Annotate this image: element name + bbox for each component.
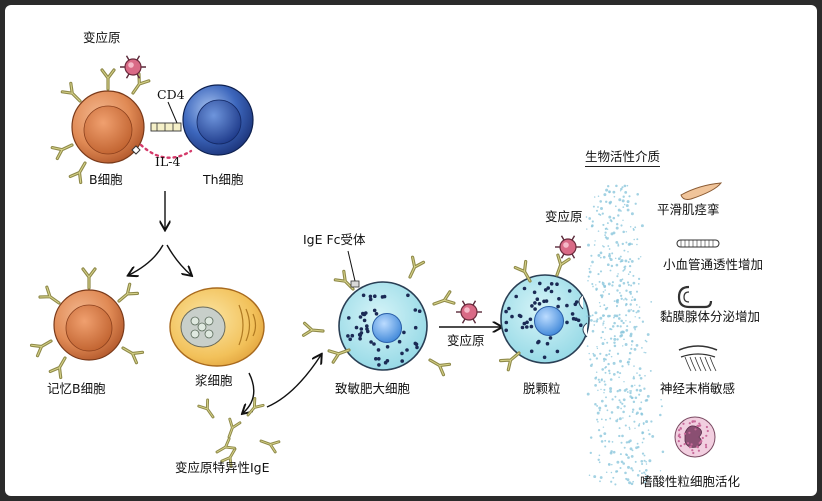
antibody-icon bbox=[50, 143, 74, 161]
cd4-leader-line bbox=[167, 101, 178, 124]
effect-eosinophil-activation: 嗜酸性粒细胞活化 bbox=[640, 474, 741, 489]
b-cell bbox=[71, 90, 145, 164]
th-cell bbox=[182, 84, 254, 156]
specific-ige-label: 变应原特异性IgE bbox=[175, 460, 270, 475]
il4-secretion-dots bbox=[139, 143, 193, 159]
antibody-icon bbox=[131, 72, 151, 95]
arrow-to-memory-b bbox=[129, 244, 164, 275]
antibody-icon bbox=[333, 269, 355, 291]
sensitized-mast-cell-label: 致敏肥大细胞 bbox=[335, 381, 411, 396]
antibody-icon bbox=[227, 417, 242, 439]
antibody-icon bbox=[432, 290, 456, 306]
effect-vessel-permeability: 小血管通透性增加 bbox=[663, 257, 764, 272]
smooth-muscle-icon bbox=[680, 182, 723, 200]
arrow-to-ige bbox=[243, 372, 255, 413]
antibody-icon bbox=[121, 346, 145, 365]
antibody-icon bbox=[117, 282, 140, 303]
allergen-arrow-label: 变应原 bbox=[447, 333, 485, 348]
effect-nerve-sensitivity: 神经末梢敏感 bbox=[660, 381, 736, 396]
allergen-label-top: 变应原 bbox=[83, 30, 121, 45]
fc-receptor-icon bbox=[350, 280, 360, 288]
allergen-icon bbox=[555, 235, 581, 259]
allergy-mechanism-diagram bbox=[29, 55, 723, 486]
allergen-icon bbox=[456, 300, 482, 324]
antibody-icon bbox=[100, 68, 116, 91]
il4-receptor-icon bbox=[131, 145, 141, 155]
antibody-icon bbox=[48, 356, 67, 380]
antibody-icon bbox=[60, 81, 82, 103]
plasma-cell bbox=[169, 287, 265, 367]
eosinophil-icon bbox=[674, 416, 716, 458]
arrow-to-plasma bbox=[166, 244, 191, 275]
mediators-title: 生物活性介质 bbox=[585, 150, 661, 167]
antibody-icon bbox=[327, 348, 351, 364]
nerve-icon bbox=[678, 345, 718, 372]
antibody-icon bbox=[246, 396, 265, 417]
figure-frame: 变应原 CD4 IL-4 B细胞 Th细胞 记忆B细胞 浆细胞 变应原特异性Ig… bbox=[5, 5, 817, 496]
antibody-icon bbox=[29, 339, 53, 358]
th-cell-label: Th细胞 bbox=[203, 172, 244, 187]
vessel-icon bbox=[676, 239, 720, 248]
gland-icon bbox=[677, 285, 713, 309]
degranulation-label: 脱颗粒 bbox=[523, 381, 561, 396]
antibody-icon bbox=[38, 285, 61, 305]
ige-fc-receptor-label: IgE Fc受体 bbox=[303, 232, 366, 247]
antibody-icon bbox=[513, 259, 532, 283]
fc-receptor-leader bbox=[347, 250, 356, 282]
degranulating-mast-cell bbox=[500, 274, 590, 364]
antibody-icon bbox=[197, 398, 215, 419]
memory-b-cell bbox=[53, 289, 125, 361]
effect-smooth-muscle: 平滑肌痉挛 bbox=[657, 202, 720, 217]
sensitized-mast-cell bbox=[338, 281, 428, 371]
antibody-icon bbox=[301, 321, 325, 337]
allergen-degranulation-label: 变应原 bbox=[545, 209, 583, 224]
antibody-icon bbox=[259, 439, 281, 454]
effect-gland-secretion: 黏膜腺体分泌增加 bbox=[660, 309, 761, 324]
antibody-icon bbox=[408, 255, 426, 279]
antibody-icon bbox=[428, 358, 452, 377]
antibody-icon bbox=[215, 437, 236, 454]
mediator-particles bbox=[585, 184, 665, 486]
antibody-icon bbox=[68, 161, 87, 185]
memory-b-cell-label: 记忆B细胞 bbox=[47, 381, 106, 396]
arrow-to-mast-cell bbox=[266, 355, 321, 408]
allergen-icon bbox=[120, 55, 146, 79]
antibody-icon bbox=[220, 447, 237, 468]
antibody-icon bbox=[555, 253, 571, 277]
cd4-label: CD4 bbox=[157, 87, 185, 102]
antibody-icon bbox=[81, 267, 97, 290]
plasma-cell-label: 浆细胞 bbox=[195, 373, 233, 388]
cd4-receptor-icon bbox=[150, 122, 182, 132]
antibody-icon bbox=[498, 351, 521, 372]
b-cell-label: B细胞 bbox=[89, 172, 123, 187]
il4-label: IL-4 bbox=[155, 154, 181, 169]
